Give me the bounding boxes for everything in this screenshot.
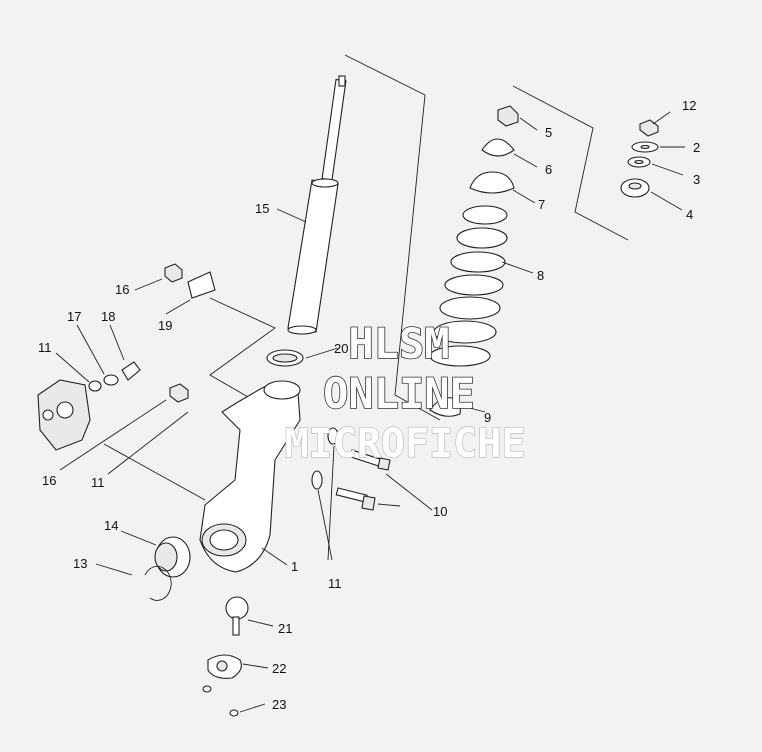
callout-15: 15 [255,201,269,216]
callout-16-lower: 16 [42,473,56,488]
part-9-lower-seat [429,397,461,417]
part-13-snap-ring [144,565,172,601]
part-10-bolt-upper [349,449,391,471]
part-22-plate [207,654,242,679]
part-11-washer-left [88,380,102,392]
part-19-bracket-clip [187,271,216,299]
callout-11-left: 11 [38,340,52,355]
callout-21: 21 [278,621,292,636]
part-20-o-ring [266,349,304,367]
part-16-nut-lower [169,383,189,403]
watermark-line-2: ONLINE [323,369,475,418]
part-3-washer [627,156,651,168]
callout-1: 1 [291,559,298,574]
callout-16-upper: 16 [115,282,129,297]
part-15-shock-absorber [287,75,347,335]
part-10-bolt-lower [335,487,376,511]
callout-11-right: 11 [328,576,342,591]
callout-4: 4 [686,207,693,222]
callout-2: 2 [693,140,700,155]
callout-5: 5 [545,125,552,140]
part-14-bearing [154,536,191,578]
group-bracket-lines [209,54,629,421]
brake-caliper [37,379,91,451]
watermark-line-1: HLSM [348,319,449,368]
part-7-spring-seat [469,171,515,194]
callout-17: 17 [67,309,81,324]
part-21-ball-joint [225,596,249,636]
part-23-screw-b [229,709,239,717]
callout-7: 7 [538,197,545,212]
callout-10: 10 [433,504,447,519]
part-4-bushing [620,178,650,198]
part-1-steering-knuckle [199,380,301,573]
callout-11-mid: 11 [91,475,105,490]
callout-9: 9 [484,410,491,425]
part-11-washer-right-a [327,427,339,445]
callout-3: 3 [693,172,700,187]
leader-lines [55,111,685,713]
part-6-spring-cap [481,138,515,157]
watermark: HLSM ONLINE MICROFICHE [284,318,526,468]
callout-19: 19 [158,318,172,333]
watermark-line-3: MICROFICHE [285,421,526,467]
callout-20: 20 [334,341,348,356]
part-2-washer [631,141,659,153]
callout-13: 13 [73,556,87,571]
part-8-coil-spring [429,205,508,367]
part-16-nut-upper [164,263,183,283]
callout-22: 22 [272,661,286,676]
part-5-nut [497,105,519,127]
part-23-screw-a [202,685,212,693]
callout-18: 18 [101,309,115,324]
callout-14: 14 [104,518,118,533]
part-17-washer [103,374,119,386]
part-18-bolt [121,361,141,381]
part-11-washer-right-b [311,470,323,490]
callout-23: 23 [272,697,286,712]
callout-12: 12 [682,98,696,113]
callout-8: 8 [537,268,544,283]
callout-labels: 1 2 3 4 5 6 7 8 9 10 11 11 11 12 13 14 1… [38,98,700,712]
callout-6: 6 [545,162,552,177]
